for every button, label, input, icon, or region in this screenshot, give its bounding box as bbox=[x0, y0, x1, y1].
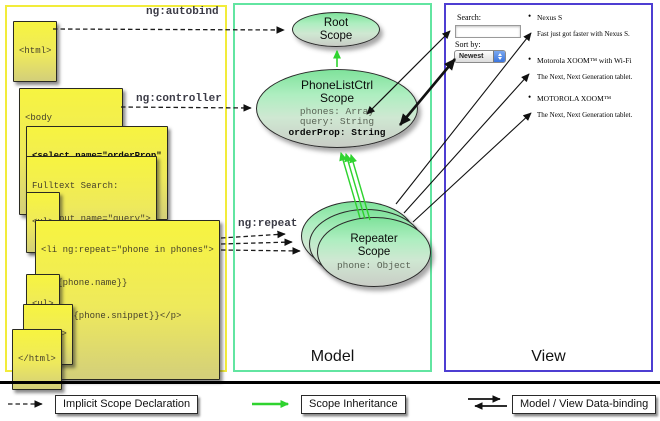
model-column: Model bbox=[233, 3, 432, 372]
repeater-scope-ellipse: Repeater Scope phone: Object bbox=[317, 217, 431, 287]
prop-phones: phones: Array bbox=[299, 105, 375, 117]
phone-list-item: Nexus S Fast just got faster with Nexus … bbox=[528, 12, 660, 39]
phone-title: MOTOROLA XOOM™ bbox=[528, 93, 660, 103]
phone-list-item: MOTOROLA XOOM™ The Next, Next Generation… bbox=[528, 93, 660, 120]
prop-phone: phone: Object bbox=[336, 259, 412, 271]
dropdown-stepper-icon bbox=[493, 51, 505, 62]
model-column-label: Model bbox=[310, 348, 355, 365]
search-label: Search: bbox=[457, 13, 481, 22]
phone-title: Motorola XOOM™ with Wi-Fi bbox=[528, 55, 660, 65]
phone-list-item: Motorola XOOM™ with Wi-Fi The Next, Next… bbox=[528, 55, 660, 82]
search-input[interactable] bbox=[455, 25, 521, 38]
code-box-html-open: <html> bbox=[13, 21, 58, 82]
ng-repeat-label: ng:repeat bbox=[238, 218, 298, 230]
root-scope-ellipse: Root Scope bbox=[292, 12, 380, 47]
root-scope-type: Scope bbox=[319, 29, 353, 42]
legend-data-binding: Model / View Data-binding bbox=[512, 395, 657, 414]
sort-dropdown[interactable]: Newest bbox=[454, 50, 506, 63]
ng-autobind-label: ng:autobind bbox=[146, 6, 219, 18]
phonelistctrl-scope-type: Scope bbox=[319, 90, 355, 105]
repeater-scope-name: Repeater bbox=[350, 232, 398, 245]
prop-orderprop: orderProp: String bbox=[288, 126, 386, 138]
phone-desc: The Next, Next Generation tablet. bbox=[537, 73, 633, 81]
legend-scope-inheritance: Scope Inheritance bbox=[301, 395, 406, 414]
repeater-scope-type: Scope bbox=[357, 245, 391, 258]
sort-by-label: Sort by: bbox=[455, 40, 481, 49]
root-scope-name: Root bbox=[323, 16, 349, 29]
prop-query: query: String bbox=[299, 116, 375, 128]
phone-title: Nexus S bbox=[528, 12, 660, 22]
code-box-html-close: </html> bbox=[12, 329, 62, 390]
view-column-label: View bbox=[531, 348, 566, 365]
phonelistctrl-scope-name: PhoneListCtrl bbox=[300, 77, 374, 92]
legend-separator bbox=[0, 381, 660, 384]
phone-desc: The Next, Next Generation tablet. bbox=[537, 111, 633, 119]
legend-implicit-scope: Implicit Scope Declaration bbox=[55, 395, 199, 414]
phone-desc: Fast just got faster with Nexus S. bbox=[537, 30, 630, 38]
phonelistctrl-scope-ellipse: PhoneListCtrl Scope phones: Array query:… bbox=[256, 69, 418, 148]
sort-dropdown-value: Newest bbox=[459, 53, 484, 60]
ng-controller-label: ng:controller bbox=[136, 93, 222, 105]
